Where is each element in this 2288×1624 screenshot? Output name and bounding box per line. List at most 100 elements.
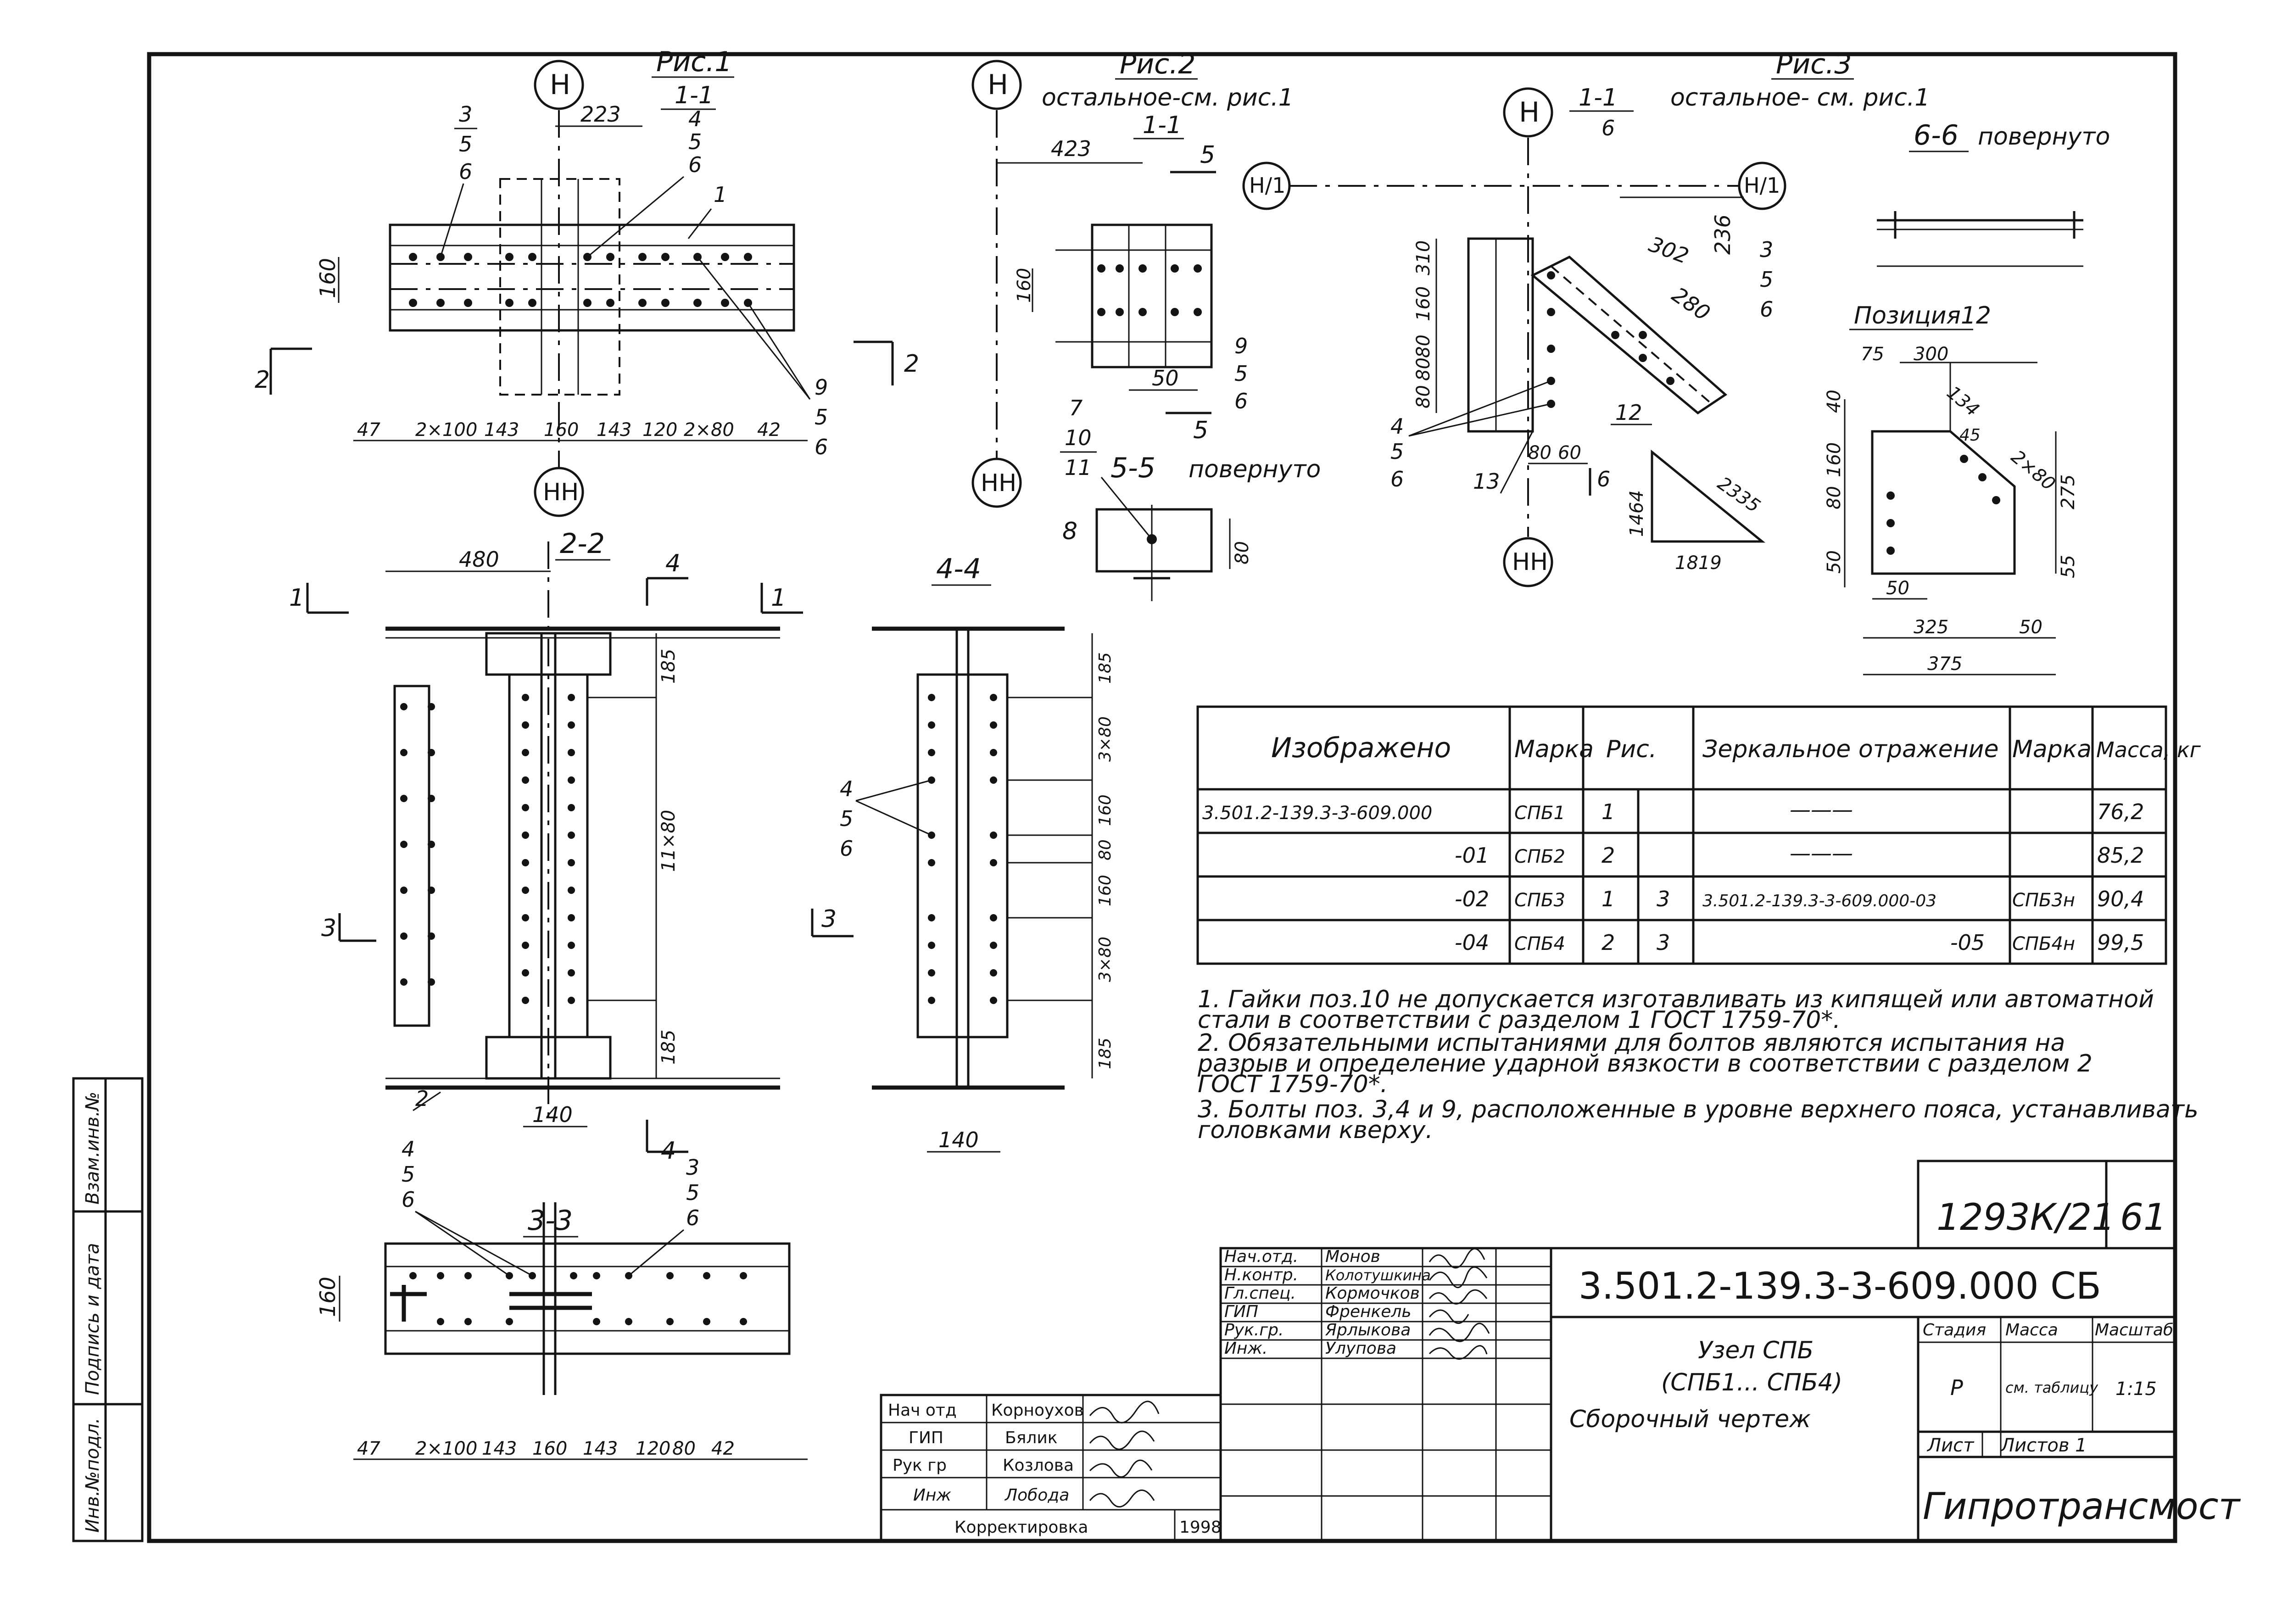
stamp-stage-header: Стадия [1923, 1321, 1986, 1339]
s55-pos-8: 8 [1062, 518, 1077, 545]
spec-r2-fig: 1 [1602, 887, 1615, 911]
s55-lbl-10: 10 [1065, 425, 1092, 450]
fig2-lbl-6: 6 [1234, 389, 1248, 413]
spec-h-mark2: Марка [2012, 736, 2092, 763]
spec-r2-doc: -02 [1455, 887, 1489, 911]
section-2-2: 2-2 480 185 11×80 1 [289, 528, 854, 1165]
spec-h-mark: Марка [1514, 736, 1594, 763]
fig3-dim-302: 302 [1646, 232, 1692, 269]
pos12-dim-160: 160 [1824, 442, 1845, 477]
stamp-name-5: Улупова [1325, 1339, 1396, 1358]
pos12-dim-134: 134 [1943, 382, 1983, 420]
stamp-sheet-header: Лист [1926, 1435, 1975, 1456]
section-6-6: 6-6 повернуто [1877, 119, 2110, 267]
spec-r1-mass: 85,2 [2097, 843, 2144, 868]
fig1-bdim-7: 42 [757, 419, 781, 441]
corr-role-3: Инж [913, 1486, 951, 1505]
spec-r3-mark: СПБ4 [1514, 933, 1565, 954]
fig2-dim-423: 423 [1051, 136, 1091, 161]
s44-dim-140: 140 [938, 1127, 979, 1152]
s44-lbl-5: 5 [840, 806, 853, 831]
spec-h-shown: Изображено [1271, 732, 1451, 764]
s33-bdim-1: 2×100 [415, 1438, 477, 1459]
corr-name-3: Лобода [1004, 1486, 1069, 1505]
side-label-replace: Взам.инв.№ [82, 1092, 103, 1205]
fig3-ldim-310: 310 [1413, 240, 1434, 275]
s44-dim-80: 80 [1096, 839, 1115, 860]
spec-r3-mmark: СПБ4н [2012, 933, 2075, 954]
fig2-dim-160: 160 [1014, 268, 1035, 303]
fig3-diagonal [1530, 256, 1728, 415]
pos12-dim-325: 325 [1914, 617, 1948, 638]
fig3-cut-6: 6 [1597, 467, 1610, 491]
spec-table: Изображено Марка Рис. Зеркальное отражен… [1196, 705, 2201, 965]
note-line-5: ГОСТ 1759-70*. [1198, 1071, 1388, 1098]
fig3-lbl-5a: 5 [1760, 267, 1773, 292]
s22-dim-185a: 185 [658, 649, 679, 684]
s33-lbl-4: 4 [402, 1137, 415, 1161]
fig1-lbl-6b: 6 [688, 152, 702, 177]
stamp-scale: 1:15 [2115, 1378, 2157, 1400]
spec-h-mass: Масса, кг [2096, 737, 2201, 762]
fig3-lbl-5b: 5 [1390, 439, 1404, 464]
fig3-lbl-6b: 6 [1390, 467, 1404, 491]
stamp-name-4: Ярлыкова [1325, 1321, 1411, 1339]
stamp-mass: см. таблицу [2005, 1379, 2098, 1396]
figure-3: Рис.3 остальное- см. рис.1 1-1 6 Н НН Н/… [1242, 48, 1930, 587]
pos12-dim-50c: 50 [2019, 617, 2042, 638]
side-label-sign: Подпись и дата [82, 1243, 103, 1395]
fig1-lbl-5b: 5 [688, 129, 702, 154]
stamp-name-3: Френкель [1325, 1302, 1412, 1321]
stamp-sheets-header: Листов 1 [2000, 1435, 2087, 1456]
fig1-bdim-1: 2×100 [415, 419, 477, 441]
s22-dim-140: 140 [532, 1102, 573, 1127]
spec-r3-mass: 99,5 [2097, 930, 2144, 955]
s22-cut-3b: 3 [821, 905, 837, 933]
stamp-scale-header: Масштаб [2095, 1321, 2173, 1339]
corr-role-2: Рук гр [893, 1456, 947, 1475]
section-4-4: 4-4 185 3×80 160 80 160 3×80 185 140 4 [840, 553, 1115, 1153]
spec-h-fig: Рис. [1606, 736, 1657, 763]
s44-plate [916, 673, 1009, 1038]
fig3-ldim-160: 160 [1413, 286, 1434, 321]
table-row: 3.501.2-139.3-3-609.000 СПБ1 1 ——— 76,2 [1202, 797, 2144, 824]
stamp-title-2: (СПБ1... СПБ4) [1661, 1369, 1842, 1396]
side-stamp: Инв.№подл. Подпись и дата Взам.инв.№ [72, 1077, 144, 1542]
pos12-plate [1871, 430, 2016, 575]
figure-1: Рис.1 1-1 Н НН 223 160 [255, 46, 919, 517]
position-12: Позиция12 75 300 134 40 160 80 50 45 2×8… [1824, 302, 2079, 675]
fig3-note: остальное- см. рис.1 [1670, 84, 1930, 112]
stamp-role-4: Рук.гр. [1224, 1321, 1284, 1339]
fig3-lbl-4: 4 [1390, 414, 1404, 439]
spec-r0-doc: 3.501.2-139.3-3-609.000 [1202, 803, 1432, 824]
fig1-bdim-5: 120 [642, 419, 677, 441]
pos12-dim-50b: 50 [1886, 578, 1909, 599]
fig3-lbl-3: 3 [1760, 237, 1773, 262]
notes: 1. Гайки поз.10 не допускается изготавли… [1197, 986, 2199, 1144]
spec-r1-mirror: ——— [1790, 841, 1853, 865]
spec-r3-mirror: -05 [1950, 930, 1985, 955]
fig3-bdim-60: 60 [1558, 442, 1581, 463]
fig1-bdim-2: 143 [484, 419, 519, 441]
s22-dim-480: 480 [459, 547, 499, 572]
section-5-5: 7 10 11 5-5 повернуто 8 80 [1060, 396, 1321, 601]
s44-dim-3x80b: 3×80 [1096, 937, 1115, 982]
spec-r2-mass: 90,4 [2097, 887, 2144, 911]
s44-dim-160a: 160 [1096, 794, 1115, 826]
fig2-note: остальное-см. рис.1 [1042, 84, 1294, 112]
spec-r1-fig: 2 [1602, 843, 1615, 868]
corr-year: 1998 [1179, 1518, 1222, 1537]
pos12-dim-375: 375 [1927, 653, 1962, 675]
fig3-dim-280: 280 [1668, 282, 1715, 326]
s55-dim-80: 80 [1232, 541, 1253, 564]
fig1-lbl-6a: 6 [459, 159, 472, 184]
spec-r3-fig2: 3 [1657, 930, 1670, 955]
note-line-6: 3. Болты поз. 3,4 и 9, расположенные в у… [1198, 1096, 2199, 1123]
pos12-dim-275: 275 [2058, 474, 2079, 509]
table-row: -04 СПБ4 2 3 -05 СПБ4н 99,5 [1455, 930, 2144, 955]
stamp-organization: Гипротрансмост [1923, 1485, 2241, 1528]
s55-title: 5-5 [1111, 452, 1155, 484]
fig1-bdim-0: 47 [357, 419, 380, 441]
stamp-role-5: Инж. [1224, 1339, 1267, 1358]
stamp-role-0: Нач.отд. [1224, 1247, 1298, 1266]
